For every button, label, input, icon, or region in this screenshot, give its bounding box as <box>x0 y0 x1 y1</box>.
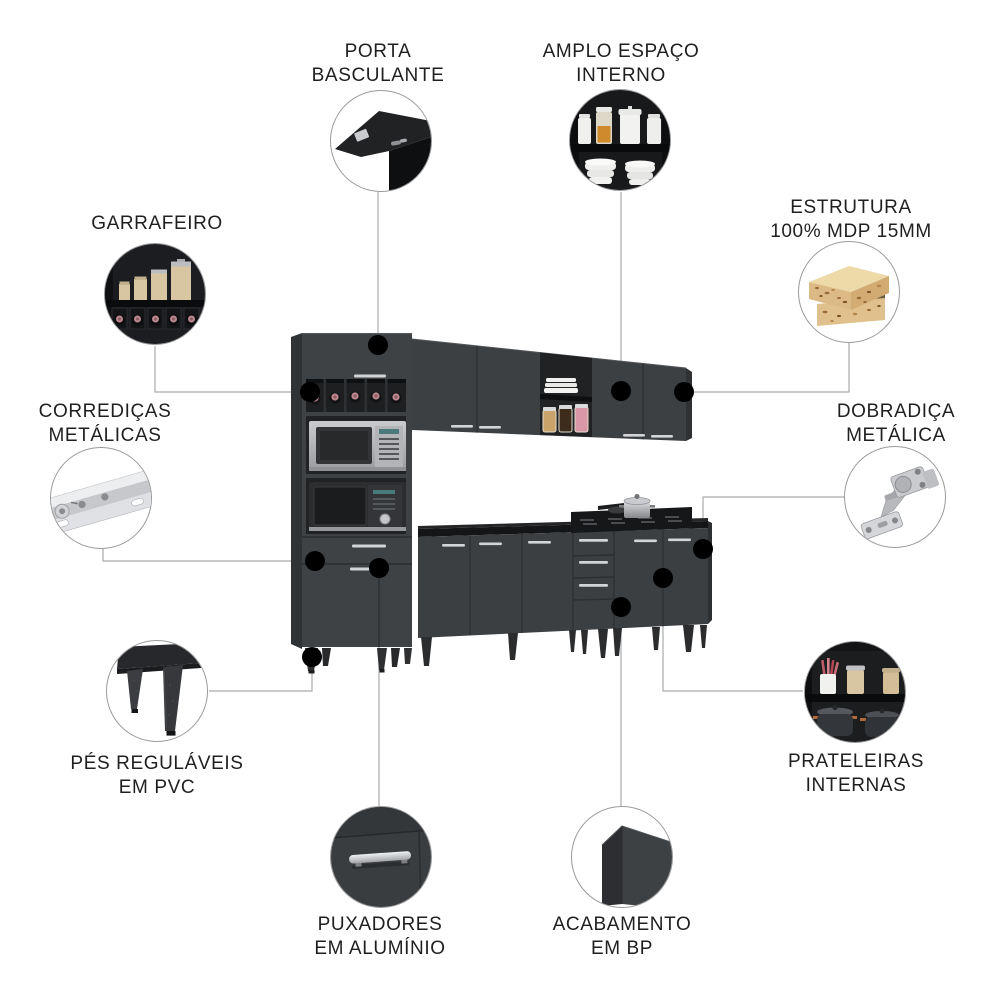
cooktop <box>571 494 692 533</box>
callout-circle-dobradica <box>844 446 946 548</box>
wall-cabinet-handles <box>451 425 673 438</box>
dot-garrafeiro <box>300 382 320 402</box>
label-garrafeiro: GARRAFEIRO <box>91 212 223 236</box>
callout-circle-acabamento <box>571 806 673 908</box>
label-line: EM ALUMÍNIO <box>314 938 446 959</box>
base-door-handles <box>442 538 691 547</box>
dot-corredicas <box>305 551 325 571</box>
label-amplo-espaco: AMPLO ESPAÇO INTERNO <box>543 40 700 88</box>
label-corredicas: CORREDIÇAS METÁLICAS <box>39 400 172 448</box>
dot-prateleiras <box>653 568 673 588</box>
label-porta-basculante: PORTA BASCULANTE <box>312 40 445 88</box>
callout-circle-garrafeiro <box>104 243 206 345</box>
pot <box>619 494 655 518</box>
callout-circle-puxadores <box>330 806 432 908</box>
dot-amplo-espaco <box>611 381 631 401</box>
pot <box>813 704 857 736</box>
callout-circle-pes-regulaveis <box>106 640 208 742</box>
open-shelf-niche <box>540 352 592 437</box>
label-acabamento: ACABAMENTO EM BP <box>553 913 692 961</box>
callout-circle-amplo-espaco <box>569 89 671 191</box>
label-line: BASCULANTE <box>311 65 445 86</box>
drawer-slide-icon <box>51 466 151 538</box>
adjustable-feet-icon <box>117 643 201 736</box>
wine-rack <box>306 379 406 412</box>
label-line: ACABAMENTO <box>552 914 692 935</box>
dot-pes-regulaveis <box>302 647 322 667</box>
connector-garrafeiro <box>154 346 310 393</box>
label-line: METÁLICAS <box>48 425 162 446</box>
connector-estrutura <box>684 343 850 393</box>
label-dobradica: DOBRADIÇA METÁLICA <box>837 400 955 448</box>
label-line: METÁLICA <box>846 425 946 446</box>
label-line: DOBRADIÇA <box>836 401 956 422</box>
mdp-board-icon <box>809 266 889 326</box>
label-line: CORREDIÇAS <box>38 401 172 422</box>
label-line: INTERNAS <box>805 775 907 796</box>
label-line: GARRAFEIRO <box>91 213 223 234</box>
bottle-rack-icon <box>105 244 205 344</box>
bowl-stack <box>585 158 616 184</box>
label-pes-regulaveis: PÉS REGULÁVEIS EM PVC <box>70 752 243 800</box>
dot-puxadores <box>369 558 389 578</box>
label-line: PRATELEIRAS <box>787 751 925 772</box>
dot-porta-basculante <box>368 335 388 355</box>
bottle-slots <box>111 307 200 330</box>
microwave-oven <box>306 478 406 534</box>
utensil-cup <box>820 658 840 694</box>
drawer-stack <box>572 539 615 601</box>
bp-finish-icon <box>601 825 672 907</box>
dot-estrutura <box>674 382 694 402</box>
base-cabinet-feet <box>421 625 707 666</box>
label-prateleiras: PRATELEIRAS INTERNAS <box>788 750 924 798</box>
wood-speckles <box>815 284 882 322</box>
label-line: PORTA <box>344 41 412 62</box>
label-line: PÉS REGULÁVEIS <box>70 753 244 774</box>
internal-shelves-icon <box>805 642 905 742</box>
dot-acabamento <box>611 597 631 617</box>
base-cabinets <box>418 494 712 666</box>
callout-circle-prateleiras <box>804 641 906 743</box>
callout-circle-porta-basculante <box>330 90 432 192</box>
label-line: 100% MDP 15MM <box>770 221 932 242</box>
microwave <box>306 416 406 474</box>
dot-dobradica <box>693 539 713 559</box>
pan <box>598 503 626 514</box>
flip-door-icon <box>335 111 431 191</box>
label-line: INTERNO <box>576 65 666 86</box>
label-line: AMPLO ESPAÇO <box>542 41 700 62</box>
label-line: PUXADORES <box>317 914 443 935</box>
wall-cabinets <box>411 338 692 441</box>
label-line: EM PVC <box>118 777 196 798</box>
tall-cabinet <box>291 333 412 674</box>
aluminum-handle-icon <box>331 807 431 907</box>
connector-corredicas <box>102 548 315 562</box>
label-line: ESTRUTURA <box>790 197 912 218</box>
callout-circle-estrutura <box>798 241 900 343</box>
interior-space-icon <box>570 90 670 190</box>
label-estrutura: ESTRUTURA 100% MDP 15MM <box>770 196 932 244</box>
callout-circle-corredicas <box>50 447 152 549</box>
metal-hinge-icon <box>860 466 940 540</box>
label-line: EM BP <box>590 938 654 959</box>
label-puxadores: PUXADORES EM ALUMÍNIO <box>314 913 445 961</box>
